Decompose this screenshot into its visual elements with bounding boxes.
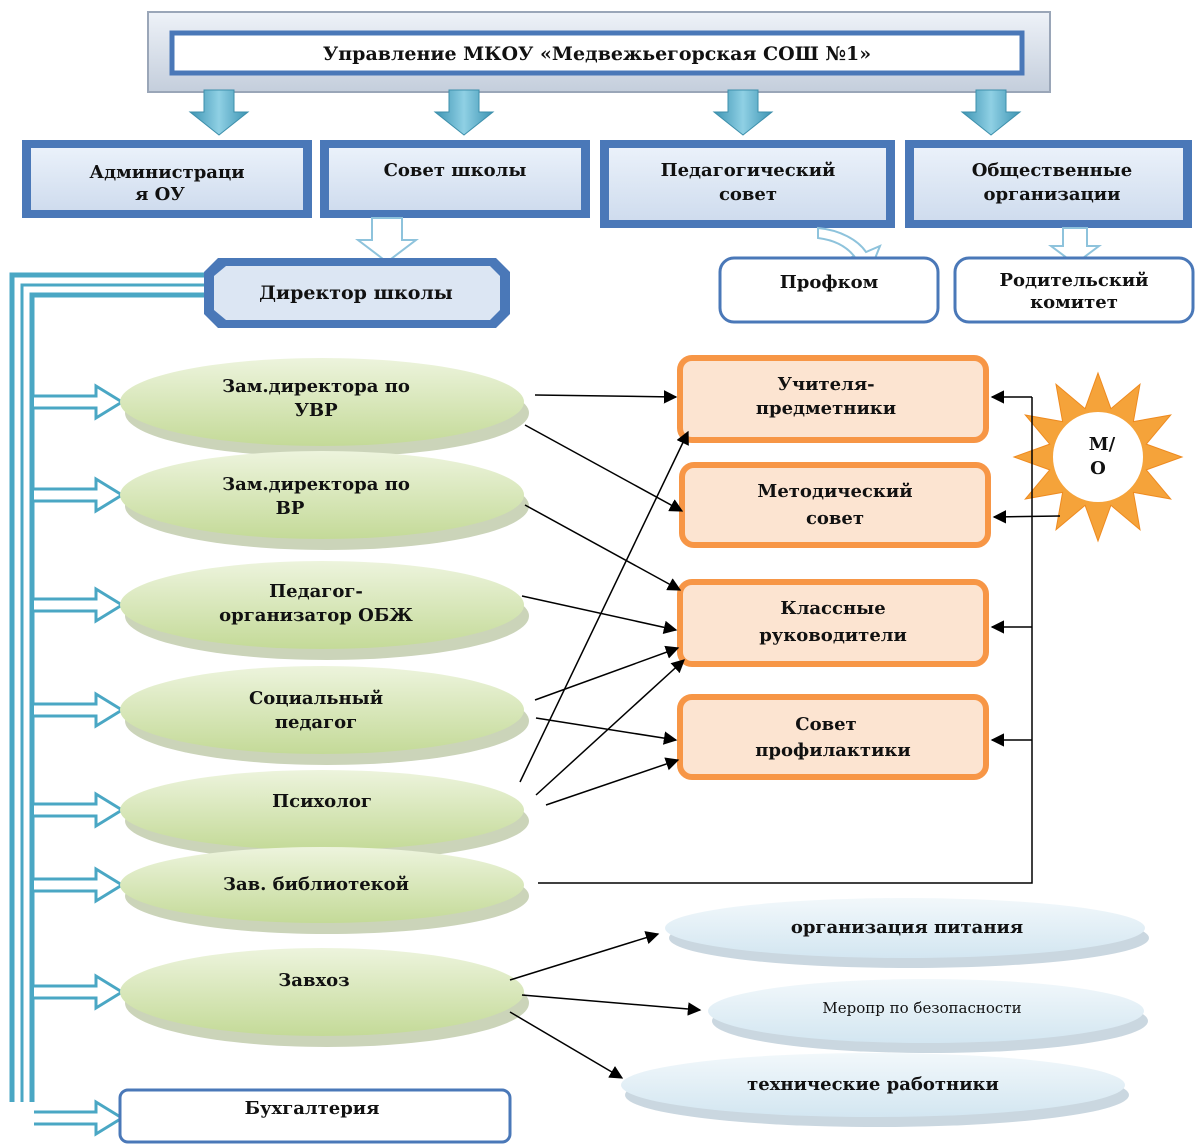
school-council-label: Совет школы bbox=[384, 160, 527, 181]
staff-deputy-vr-line-1: Зам.директора по bbox=[222, 474, 410, 495]
librarian-rail-connector bbox=[538, 397, 1033, 884]
staff-deputy-vr-line-2: ВР bbox=[276, 498, 305, 519]
mo-line-1: М/ bbox=[1089, 434, 1116, 455]
school-council-box: Совет школы bbox=[320, 140, 590, 218]
group-class-teachers: Классные руководители bbox=[677, 579, 989, 667]
parent-committee-line-2: комитет bbox=[1030, 292, 1118, 313]
staff-social-line-2: педагог bbox=[275, 712, 357, 733]
group-prevention-council: Совет профилактики bbox=[677, 694, 989, 780]
staff-deputy-vr: Зам.директора по ВР bbox=[120, 451, 529, 550]
arrow-obzh-classteachers bbox=[521, 595, 678, 634]
administration-box: Администраци я ОУ bbox=[22, 140, 312, 218]
arrow-vr-classteachers bbox=[524, 504, 682, 591]
staff-social-pedagogue: Социальный педагог bbox=[120, 666, 529, 765]
arrow-psych-prevention bbox=[545, 757, 680, 806]
staff-librarian: Зав. библиотекой bbox=[120, 847, 529, 934]
arrow-uvr-methodical bbox=[524, 424, 684, 512]
arrow-social-classteachers bbox=[534, 645, 680, 701]
service-safety-label: Меропр по безопасности bbox=[822, 999, 1021, 1017]
group-class-teachers-line-2: руководители bbox=[759, 625, 907, 646]
branch-arrow-icon bbox=[34, 1099, 125, 1137]
down-arrow-icon bbox=[433, 89, 495, 136]
parent-committee-line-1: Родительский bbox=[999, 270, 1148, 291]
group-subject-teachers-line-2: предметники bbox=[756, 398, 896, 419]
down-arrow-icon bbox=[188, 89, 250, 136]
branch-arrow-icon bbox=[34, 691, 125, 729]
arrow-psych-teachers bbox=[519, 430, 689, 783]
administration-line-1: Администраци bbox=[89, 162, 244, 183]
arrow-uvr-teachers bbox=[534, 390, 678, 404]
title-text: Управление МКОУ «Медвежьегорская СОШ №1» bbox=[323, 43, 871, 65]
arrow-social-prevention bbox=[535, 717, 678, 745]
arrow-supply-catering bbox=[509, 931, 660, 981]
service-catering: организация питания bbox=[665, 898, 1149, 968]
group-prevention-line-1: Совет bbox=[795, 714, 856, 735]
public-organizations-box: Общественные организации bbox=[905, 140, 1192, 228]
director-box: Директор школы bbox=[204, 258, 510, 328]
branch-arrow-icon bbox=[34, 383, 125, 421]
pedagogical-council-box: Педагогический совет bbox=[600, 140, 895, 228]
group-methodical-council: Методический совет bbox=[679, 462, 991, 548]
pedagogical-council-line-2: совет bbox=[719, 184, 777, 205]
service-catering-label: организация питания bbox=[791, 917, 1023, 938]
bus-branch-arrows bbox=[34, 383, 125, 1137]
administration-line-2: я ОУ bbox=[135, 184, 185, 205]
branch-arrow-icon bbox=[34, 791, 125, 829]
branch-arrow-icon bbox=[34, 866, 125, 904]
arrow-supply-technical bbox=[509, 1011, 624, 1079]
branch-arrow-icon bbox=[34, 973, 125, 1011]
branch-arrow-icon bbox=[34, 586, 125, 624]
public-organizations-line-2: организации bbox=[984, 184, 1121, 205]
staff-supply-manager: Завхоз bbox=[120, 948, 529, 1047]
director-label: Директор школы bbox=[259, 282, 453, 304]
arrow-supply-safety bbox=[521, 994, 702, 1016]
profkom-box: Профком bbox=[718, 256, 940, 324]
arrow-mo-methodical bbox=[992, 510, 1061, 524]
staff-psychologist: Психолог bbox=[120, 770, 529, 861]
service-technical-label: технические работники bbox=[747, 1074, 999, 1095]
mo-sun-badge: М/ О bbox=[1012, 371, 1184, 543]
staff-social-line-1: Социальный bbox=[249, 688, 383, 709]
service-technical-staff: технические работники bbox=[621, 1053, 1129, 1127]
accounting-box: Бухгалтерия bbox=[118, 1088, 512, 1144]
profkom-label: Профком bbox=[780, 272, 879, 293]
staff-deputy-uvr-line-1: Зам.директора по bbox=[222, 376, 410, 397]
staff-supply-label: Завхоз bbox=[278, 970, 349, 991]
group-class-teachers-line-1: Классные bbox=[780, 598, 885, 619]
group-methodical-line-1: Методический bbox=[757, 481, 912, 502]
title-box: Управление МКОУ «Медвежьегорская СОШ №1» bbox=[147, 11, 1051, 93]
arrow-psych-classteachers bbox=[535, 659, 685, 796]
group-prevention-line-2: профилактики bbox=[755, 740, 911, 761]
staff-obzh-organizer: Педагог- организатор ОБЖ bbox=[120, 561, 529, 660]
mo-line-2: О bbox=[1090, 458, 1106, 479]
group-methodical-line-2: совет bbox=[806, 508, 864, 529]
staff-deputy-uvr: Зам.директора по УВР bbox=[120, 358, 529, 457]
pedagogical-council-line-1: Педагогический bbox=[661, 160, 836, 181]
branch-arrow-icon bbox=[34, 476, 125, 514]
title-down-arrows bbox=[188, 89, 1022, 136]
down-arrow-icon bbox=[712, 89, 774, 136]
down-arrow-icon bbox=[355, 217, 419, 264]
staff-psychologist-label: Психолог bbox=[272, 791, 372, 812]
parent-committee-box: Родительский комитет bbox=[953, 256, 1195, 324]
group-subject-teachers: Учителя- предметники bbox=[677, 355, 989, 443]
accounting-label: Бухгалтерия bbox=[245, 1098, 380, 1119]
group-subject-teachers-line-1: Учителя- bbox=[777, 374, 874, 395]
group-boxes: Учителя- предметники Методический совет … bbox=[677, 355, 991, 780]
staff-obzh-line-2: организатор ОБЖ bbox=[219, 605, 413, 626]
connector-arrows bbox=[509, 390, 1061, 1079]
service-safety: Меропр по безопасности bbox=[708, 979, 1148, 1053]
staff-deputy-uvr-line-2: УВР bbox=[294, 400, 338, 421]
staff-ellipses: Зам.директора по УВР Зам.директора по ВР… bbox=[120, 358, 529, 1047]
left-bus-connector bbox=[9, 272, 204, 1102]
public-organizations-line-1: Общественные bbox=[972, 160, 1133, 181]
service-ellipses: организация питания Меропр по безопаснос… bbox=[621, 898, 1149, 1127]
down-arrow-icon bbox=[960, 89, 1022, 136]
down-arrow-icon bbox=[1048, 227, 1102, 266]
staff-obzh-line-1: Педагог- bbox=[269, 581, 363, 602]
staff-librarian-label: Зав. библиотекой bbox=[223, 874, 409, 895]
